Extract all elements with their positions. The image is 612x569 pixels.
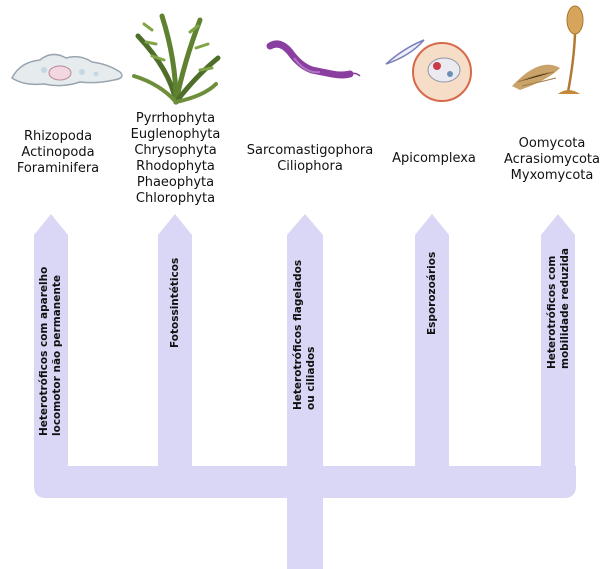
- group-name: Oomycota: [518, 136, 586, 151]
- branch-label-fotossinteticos: Fotossintéticos: [169, 258, 182, 348]
- branch-arrow-oomycota: [541, 214, 575, 470]
- group-name: Sarcomastigophora: [246, 143, 374, 158]
- branch-label-line: locomotor não permanente: [51, 275, 63, 436]
- branch-label-oomycota: Heterotróficos com mobilidade reduzida: [546, 248, 572, 369]
- group-name: Pyrrhophyta: [135, 111, 216, 126]
- branch-label-line: Esporozoários: [426, 251, 438, 335]
- amoeba-illustration: [11, 53, 123, 87]
- trunk: [287, 490, 323, 569]
- branch-arrow-apicomplexa: [415, 214, 449, 470]
- branch-arrow-fotossinteticos: [158, 214, 192, 470]
- slime-mold-illustration: [512, 5, 584, 94]
- group-apicomplexa: Apicomplexa: [384, 151, 484, 167]
- branch-label-apicomplexa: Esporozoários: [426, 252, 439, 335]
- group-rhizopoda: Rhizopoda Actinopoda Foraminifera: [8, 129, 108, 177]
- group-oomycota: Oomycota Acrasiomycota Myxomycota: [494, 136, 610, 184]
- branch-arrow-rhizopoda: [34, 214, 68, 470]
- branch-label-line: mobilidade reduzida: [559, 248, 571, 369]
- branch-label-line: Heterotróficos com aparelho: [38, 266, 50, 436]
- group-fotossinteticos: Pyrrhophyta Euglenophyta Chrysophyta Rho…: [118, 111, 233, 207]
- base-branch: [34, 466, 576, 498]
- trypanosome-illustration: [266, 40, 361, 79]
- group-name: Acrasiomycota: [504, 152, 600, 167]
- branch-arrow-sarcomastigophora: [287, 214, 323, 470]
- group-name: Myxomycota: [510, 168, 594, 183]
- branch-label-line: Heterotróficos flagelados: [292, 259, 304, 410]
- group-name: Phaeophyta: [136, 175, 215, 190]
- group-name: Apicomplexa: [392, 151, 476, 166]
- group-name: Rhizopoda: [23, 129, 93, 144]
- group-name: Chrysophyta: [134, 143, 217, 158]
- branch-label-line: Fotossintéticos: [169, 257, 181, 348]
- sporozoite-cell-illustration: [385, 39, 472, 102]
- group-name: Euglenophyta: [130, 127, 221, 142]
- group-name: Ciliophora: [277, 159, 343, 174]
- group-name: Foraminifera: [16, 161, 100, 176]
- group-name: Rhodophyta: [136, 159, 215, 174]
- group-name: Actinopoda: [21, 145, 95, 160]
- branch-label-rhizopoda: Heterotróficos com aparelho locomotor nã…: [38, 267, 64, 436]
- group-sarcomastigophora: Sarcomastigophora Ciliophora: [236, 143, 384, 175]
- branch-label-line: Heterotróficos com: [546, 255, 558, 369]
- seaweed-illustration: [132, 13, 221, 105]
- group-name: Chlorophyta: [135, 191, 216, 206]
- branch-label-sarcomastigophora: Heterotróficos flagelados ou ciliados: [292, 260, 318, 410]
- branch-label-line: ou ciliados: [305, 346, 317, 410]
